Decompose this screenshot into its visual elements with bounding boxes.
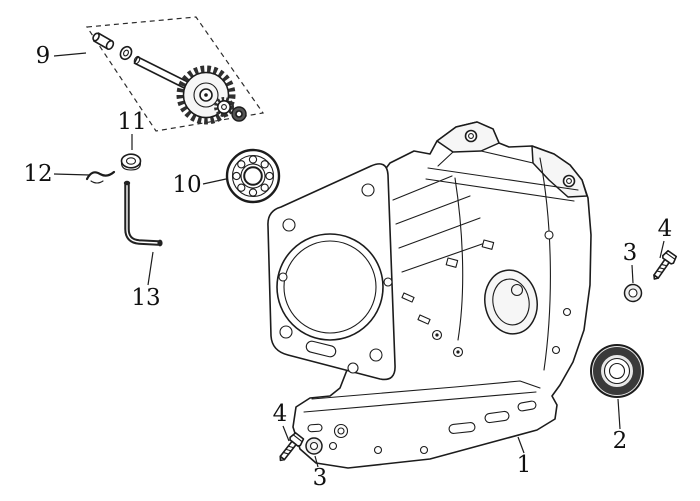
label-3-bottom: 3 (313, 465, 328, 491)
bearing-bore (243, 166, 263, 186)
washer-right (623, 283, 643, 303)
shaft-end (133, 55, 141, 65)
leader-line-12 (53, 173, 91, 176)
label-9: 9 (36, 43, 51, 69)
leader-line-13 (147, 251, 154, 286)
deck-line-1 (427, 167, 579, 191)
plate-bolt-holes (278, 183, 393, 374)
gear-ring (193, 82, 219, 108)
gear-center (204, 93, 208, 97)
leader-line-1 (517, 436, 525, 454)
shaft-plug (92, 32, 115, 50)
plate-slot (305, 340, 337, 358)
shaft-washer-end (231, 106, 247, 122)
flange-slot-1 (448, 422, 476, 434)
seal-lip (603, 357, 631, 385)
flange-nut (120, 153, 142, 171)
leader-line-4-right (659, 240, 665, 259)
leader-line-2 (617, 398, 621, 430)
cylinder-bore-inner (283, 240, 377, 334)
leader-line-4-bottom (282, 425, 290, 442)
label-3-right: 3 (623, 240, 638, 266)
bracket-strut-left (437, 151, 454, 167)
mount-bracket-right (531, 145, 588, 198)
mount-bracket-left (436, 121, 500, 153)
ball-bearing (225, 148, 281, 204)
flange-hole-1 (328, 441, 338, 451)
small-gear (214, 97, 234, 117)
label-13: 13 (131, 285, 160, 311)
seal-bore (608, 362, 626, 380)
label-1: 1 (517, 452, 532, 478)
leader-line-3-bottom (314, 455, 319, 468)
gear-teeth (176, 65, 236, 125)
flange-slot-2 (484, 410, 510, 424)
body-crease-2 (539, 157, 551, 371)
cylinder-face-plate (267, 163, 396, 381)
clip (85, 170, 116, 184)
label-12: 12 (23, 161, 52, 187)
body-crease-1 (454, 177, 464, 341)
washer-bottom (305, 437, 323, 455)
bracket-strut-right (480, 150, 534, 164)
studs-and-bosses (401, 230, 572, 358)
label-10: 10 (172, 172, 201, 198)
plate-outline (267, 163, 396, 381)
guide-tube (123, 180, 163, 247)
drain-boss (333, 423, 349, 439)
label-4-bottom: 4 (273, 401, 288, 427)
flange-rail-edge (311, 380, 541, 400)
seal-rubber-band (593, 347, 641, 395)
bearing-inner-ring (240, 163, 266, 189)
leader-line-3-right (631, 264, 634, 284)
leader-line-9 (53, 52, 87, 57)
flange-hole-3 (419, 445, 429, 455)
shaft-washer-front (119, 45, 133, 61)
label-11: 11 (117, 109, 146, 135)
flange-slot-3 (517, 400, 537, 412)
flange-rail-inner (303, 391, 537, 413)
label-2: 2 (613, 428, 628, 454)
bearing-balls (232, 155, 274, 197)
flange-hole-2 (373, 445, 383, 455)
oil-pan-flange (303, 380, 541, 455)
crank-bore (484, 269, 538, 335)
crankcase (267, 121, 592, 469)
label-4-right: 4 (658, 216, 673, 242)
deck-line-2 (425, 178, 575, 202)
camshaft-assembly (92, 32, 247, 125)
leader-line-10 (202, 178, 227, 185)
flange-slot-4 (307, 423, 323, 433)
detail-box-dashed (85, 16, 265, 132)
oil-seal (590, 344, 644, 398)
cylinder-bore-outer (276, 233, 384, 341)
bolt-right (648, 249, 679, 284)
